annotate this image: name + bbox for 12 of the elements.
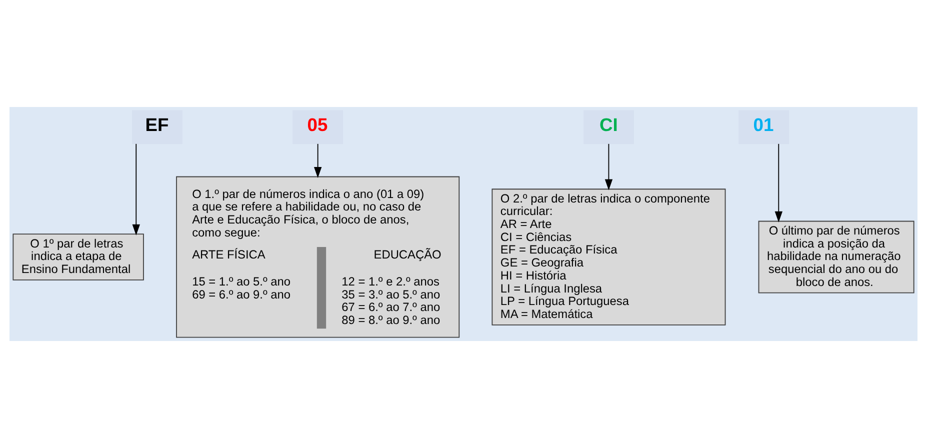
node-box: O 1º par de letras indica a etapa de Ensino Fundamental xyxy=(12,233,144,280)
arrow xyxy=(314,142,322,178)
node-box: O último par de números indica a posição da habilidade na numeração sequencial do ano ou do bloco de anos. xyxy=(758,220,914,293)
node-box: O 2.º par de letras indica o componente curricular: AR = Arte CI = Ciências EF = Educação Física GE = Geografia HI = História LI = Língua Inglesa LP = Língua Portuguesa MA = Matemática xyxy=(492,188,726,325)
node-box: CI xyxy=(583,110,634,144)
arrow xyxy=(774,142,782,222)
node-box: 05 xyxy=(292,110,344,144)
arrow xyxy=(604,142,613,190)
arrow xyxy=(132,142,140,235)
node-box: EF xyxy=(132,110,182,144)
node-box: 01 xyxy=(738,110,790,144)
node-box: O 1.º par de números indica o ano (01 a 09) a que se refere a habilidade ou, no caso de Arte e Educação Física, o bloco de anos, como segue: ARTE FÍSICA 15 = 1.º ao 5.º ano 69 = 6.º ao 9.º ano EDUCAÇÃO 12 = 1.º e 2.º anos 35 = 3.º ao 5.º ano 67 = 6.º ao 7.º ano 89 = 8.º ao 9.º ano xyxy=(176,176,460,338)
